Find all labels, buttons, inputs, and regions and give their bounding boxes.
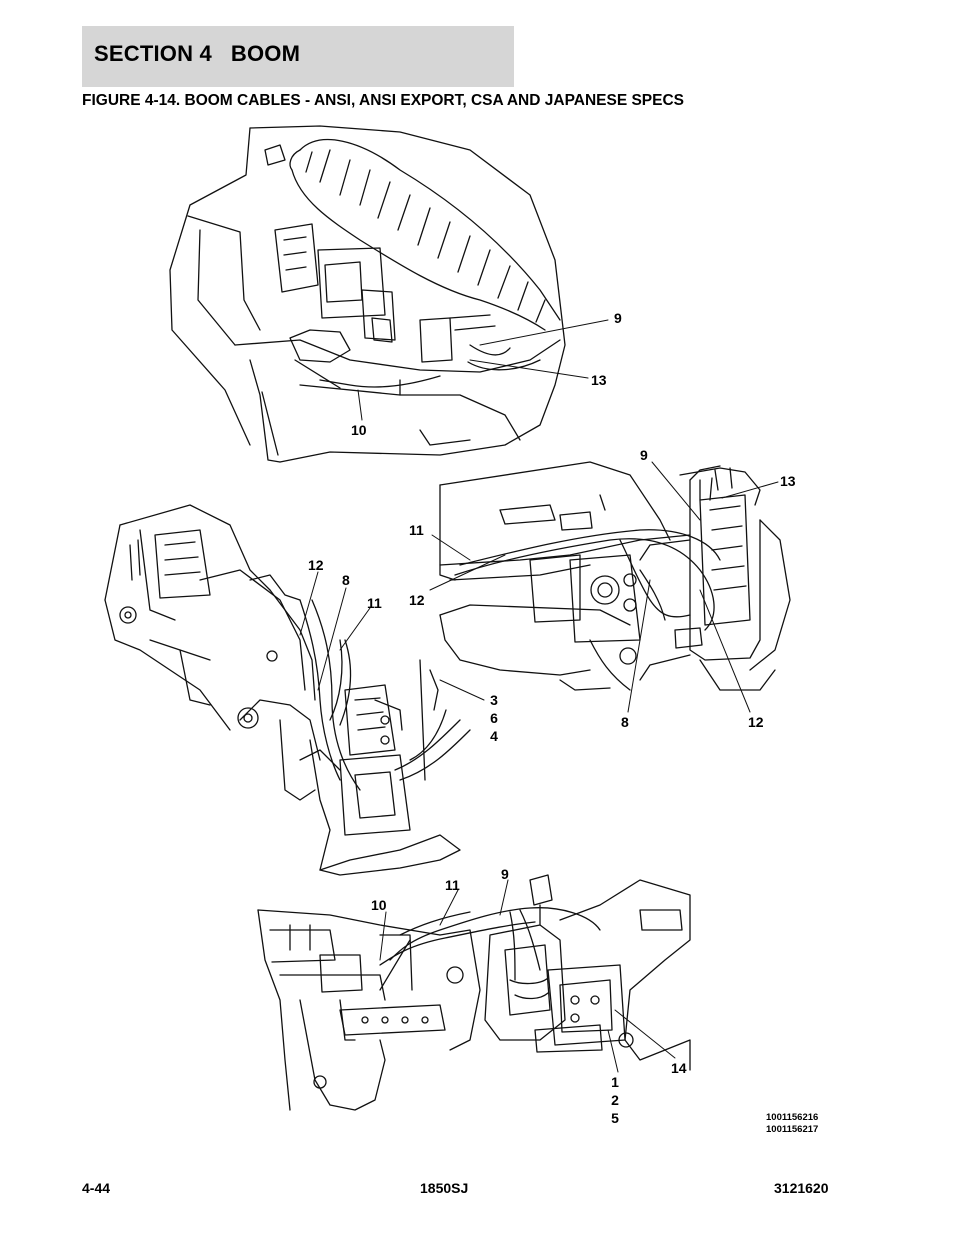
footer-model: 1850SJ (420, 1180, 469, 1196)
callout-9-bottom: 9 (501, 866, 509, 882)
top-view-platform-drawing (169, 125, 566, 463)
section-header-band (82, 26, 514, 87)
drawing-number-2: 1001156217 (766, 1124, 819, 1135)
callout-12-mid-right-left: 12 (409, 592, 425, 608)
drawing-numbers: 1001156216 1001156217 (766, 1112, 818, 1136)
callout-9-mid-right: 9 (640, 447, 648, 463)
callout-10-top: 10 (351, 422, 367, 438)
figure-title: FIGURE 4-14. BOOM CABLES - ANSI, ANSI EX… (82, 92, 685, 109)
callout-8-mid-left: 8 (342, 572, 350, 588)
callout-10-bottom: 10 (371, 897, 387, 913)
callout-11-mid-left: 11 (367, 595, 382, 611)
callout-12-mid-right-bottom: 12 (748, 714, 764, 730)
callout-6: 6 (490, 710, 498, 726)
callout-8-mid-right: 8 (621, 714, 629, 730)
drawing-number-1: 1001156216 (766, 1112, 819, 1123)
middle-left-leader-lines (299, 571, 485, 701)
footer-page-number: 4-44 (82, 1180, 111, 1196)
callout-2: 2 (611, 1092, 619, 1108)
middle-right-leader-lines (429, 461, 779, 713)
callout-11-mid-right: 11 (409, 522, 424, 538)
callout-12-mid-left: 12 (308, 557, 324, 573)
callout-11-bottom: 11 (445, 877, 460, 893)
bottom-boom-drawing (257, 874, 691, 1111)
callout-13-top: 13 (591, 372, 607, 388)
callout-3: 3 (490, 692, 498, 708)
middle-left-boom-drawing (104, 504, 471, 876)
callout-13-mid-right: 13 (780, 473, 796, 489)
callout-14-bottom: 14 (671, 1060, 687, 1076)
bottom-leader-lines (379, 879, 676, 1073)
middle-right-boom-drawing (439, 461, 791, 691)
callout-4: 4 (490, 728, 498, 744)
section-title: SECTION 4 BOOM (94, 41, 301, 66)
callout-stack-3-6-4: 3 6 4 (488, 691, 500, 745)
callout-stack-1-2-5: 1 2 5 (609, 1073, 621, 1127)
callout-1: 1 (611, 1074, 619, 1090)
callout-9-top: 9 (614, 310, 622, 326)
footer-doc-number: 3121620 (774, 1180, 829, 1196)
top-view-leader-lines (357, 319, 609, 421)
callout-5: 5 (611, 1110, 619, 1126)
